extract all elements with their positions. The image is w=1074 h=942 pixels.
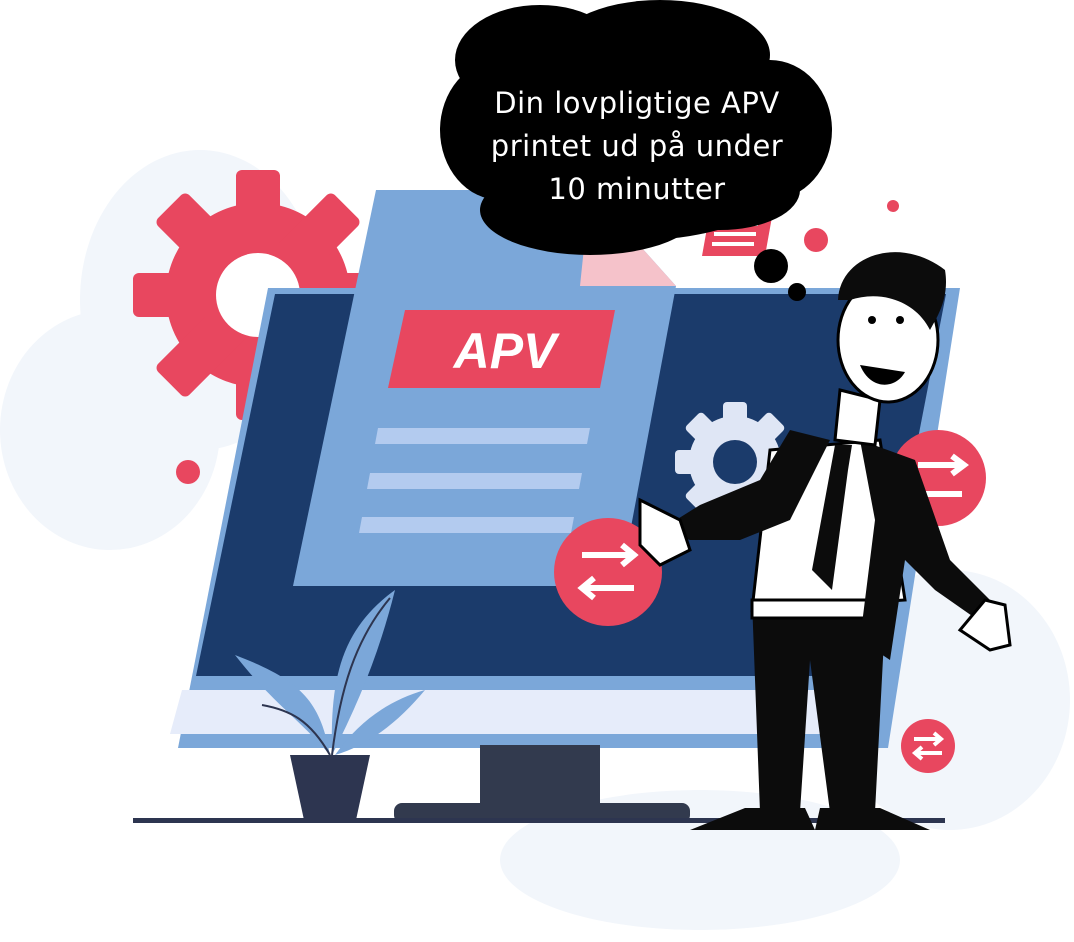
red-dot (176, 460, 200, 484)
thought-bubble (440, 0, 832, 301)
speech-line: 10 minutter (548, 172, 726, 206)
red-dot (804, 228, 828, 252)
red-dot (887, 200, 899, 212)
swap-arrows-icon (901, 719, 955, 773)
monitor-stand (480, 745, 600, 807)
apv-banner (388, 310, 615, 388)
speech-bubble-text: Din lovpligtige APV printet ud på under … (462, 82, 812, 211)
swap-arrows-icon (554, 518, 662, 626)
businessman (638, 252, 1012, 830)
plant (235, 590, 425, 820)
floor-line (133, 818, 945, 823)
plant-pot (290, 755, 370, 820)
speech-line: Din lovpligtige APV (494, 86, 780, 120)
apv-banner-label: APV (453, 323, 557, 379)
speech-line: printet ud på under (490, 129, 784, 163)
